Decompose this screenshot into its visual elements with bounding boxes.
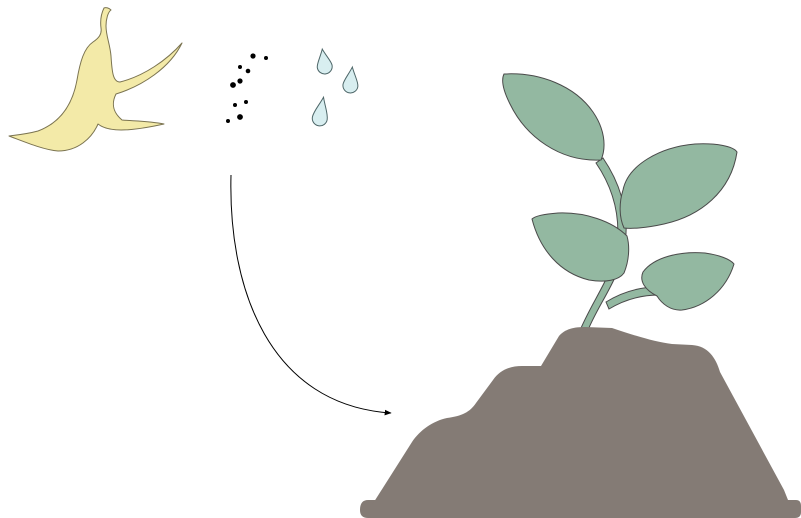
curved-arrow-icon xyxy=(231,175,391,413)
water-drop xyxy=(315,48,333,75)
water-drop xyxy=(342,66,360,93)
seeds-icon xyxy=(226,53,268,123)
seed-dot xyxy=(246,69,251,74)
seed-dot xyxy=(264,56,268,60)
seed-dot xyxy=(250,53,255,58)
seed-dot xyxy=(237,114,243,120)
leaf-lower-right xyxy=(642,253,734,310)
seed-dot xyxy=(230,82,236,88)
seed-dot xyxy=(233,103,237,107)
banana-peel-icon xyxy=(9,8,182,151)
water-drops-icon xyxy=(311,48,360,127)
water-drop xyxy=(311,96,331,127)
soil-pile xyxy=(372,327,790,505)
sprout-plant-icon xyxy=(503,74,737,335)
leaf-middle-left xyxy=(532,213,629,281)
soil-mound-icon xyxy=(360,327,801,518)
seed-dot xyxy=(226,119,230,123)
leaf-top xyxy=(503,74,604,160)
seed-dot xyxy=(237,78,242,83)
seed-dot xyxy=(238,65,242,69)
seed-dot xyxy=(244,100,248,104)
leaf-upper-right xyxy=(620,144,737,229)
